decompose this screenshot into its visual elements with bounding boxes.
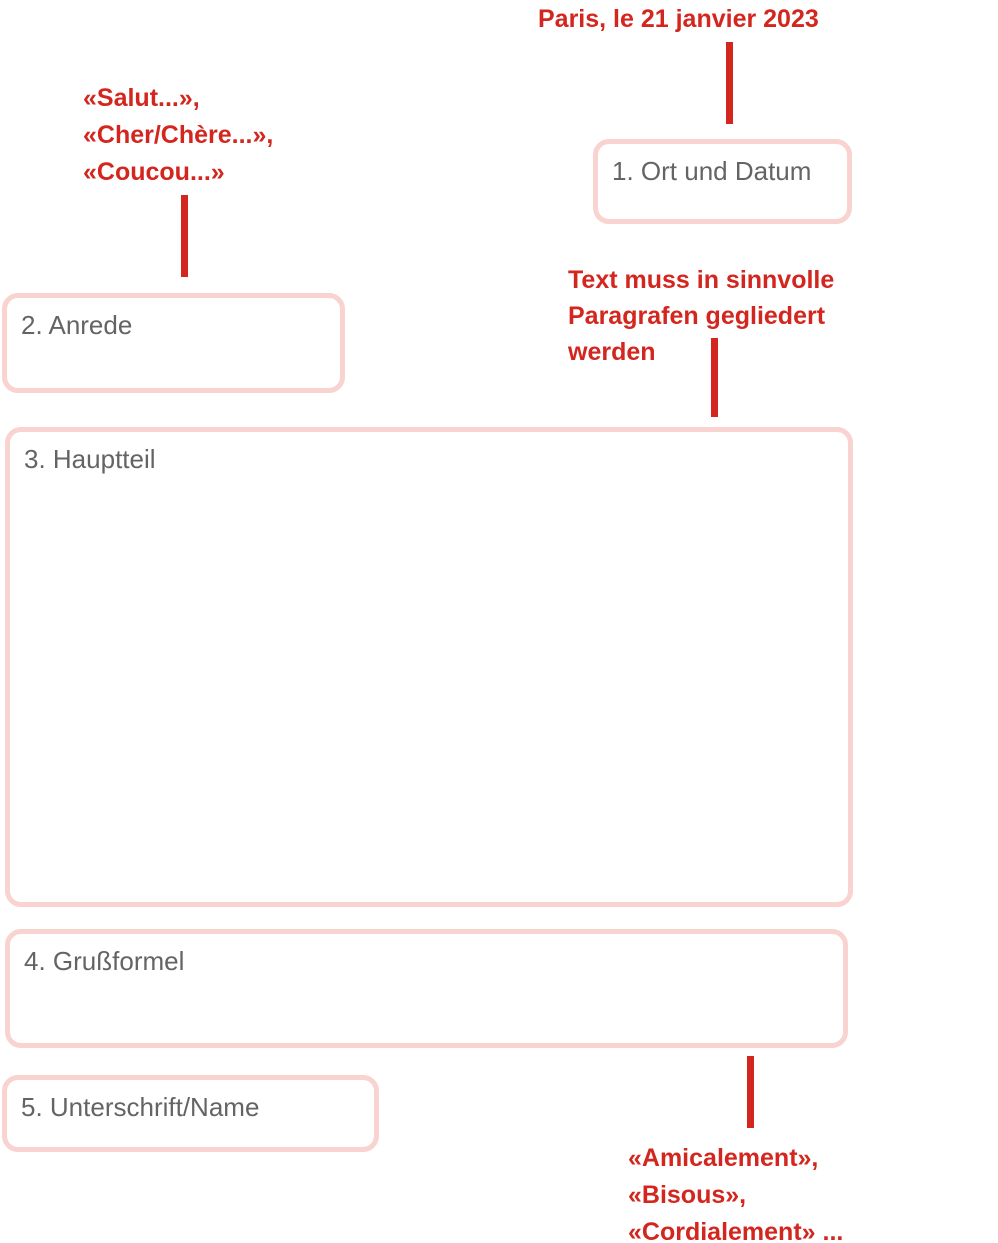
salutation-example-line: «Salut...», [83, 84, 200, 112]
salutation-example-line: «Coucou...» [83, 158, 225, 186]
closing-example-line: «Bisous», [628, 1181, 747, 1209]
box-grussformel: 4. Grußformel [5, 929, 848, 1048]
paragraph-note-line: Text muss in sinnvolle [568, 266, 835, 294]
date-example-annotation: Paris, le 21 janvier 2023 [538, 1, 819, 38]
box-ort-und-datum-label: 1. Ort und Datum [612, 156, 812, 186]
connector-date-to-ort-und-datum [726, 42, 733, 124]
date-example-line: Paris, le 21 janvier 2023 [538, 5, 819, 33]
salutation-example-line: «Cher/Chère...», [83, 121, 274, 149]
box-anrede: 2. Anrede [2, 293, 345, 393]
connector-grussformel-to-closing [747, 1056, 754, 1128]
salutation-examples-annotation: «Salut...», «Cher/Chère...», «Coucou...» [83, 80, 273, 191]
box-anrede-label: 2. Anrede [21, 310, 133, 340]
box-unterschrift-name-label: 5. Unterschrift/Name [21, 1092, 260, 1122]
closing-example-line: «Cordialement» ... [628, 1218, 844, 1243]
closing-example-line: «Amicalement», [628, 1144, 819, 1172]
box-hauptteil-label: 3. Hauptteil [24, 444, 156, 474]
box-ort-und-datum: 1. Ort und Datum [593, 139, 852, 224]
box-grussformel-label: 4. Grußformel [24, 946, 185, 976]
box-unterschrift-name: 5. Unterschrift/Name [2, 1075, 379, 1152]
closing-examples-annotation: «Amicalement», «Bisous», «Cordialement» … [628, 1140, 843, 1243]
connector-salutation-to-anrede [181, 195, 188, 277]
paragraph-note-line: Paragrafen gegliedert [568, 302, 826, 330]
connector-note-to-hauptteil [711, 338, 718, 417]
paragraph-note-line: werden [568, 338, 656, 366]
box-hauptteil: 3. Hauptteil [5, 427, 853, 907]
paragraph-note-annotation: Text muss in sinnvolle Paragrafen geglie… [568, 262, 834, 370]
